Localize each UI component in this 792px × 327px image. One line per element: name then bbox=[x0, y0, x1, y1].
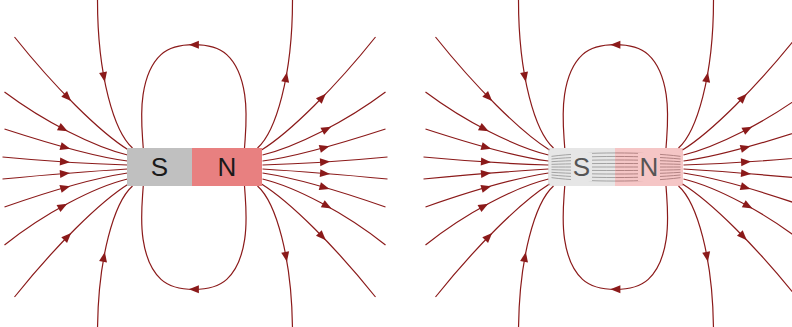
field-arrow bbox=[737, 91, 750, 104]
field-arrow bbox=[320, 123, 333, 135]
field-line bbox=[424, 169, 549, 179]
field-loop bbox=[142, 45, 246, 148]
field-arrow bbox=[480, 182, 492, 192]
field-arrow bbox=[610, 285, 620, 293]
field-line bbox=[258, 186, 293, 327]
field-line bbox=[679, 186, 714, 327]
field-loop bbox=[563, 45, 667, 148]
field-arrow bbox=[99, 71, 109, 82]
field-arrow bbox=[741, 169, 752, 178]
field-line bbox=[683, 184, 792, 297]
field-arrow bbox=[59, 142, 71, 152]
field-arrow bbox=[520, 251, 530, 262]
field-arrow bbox=[99, 251, 109, 262]
field-arrow bbox=[57, 123, 70, 135]
field-arrow bbox=[60, 158, 70, 167]
field-line bbox=[258, 0, 293, 148]
field-arrow bbox=[482, 91, 495, 104]
pole-label: N bbox=[216, 153, 239, 181]
field-arrow bbox=[60, 169, 71, 178]
field-line bbox=[684, 179, 792, 245]
field-arrow bbox=[737, 230, 750, 243]
field-arrow bbox=[481, 169, 492, 178]
field-arrow bbox=[610, 41, 620, 49]
field-line bbox=[263, 129, 386, 161]
magnet-field bbox=[3, 0, 388, 327]
field-arrow bbox=[316, 230, 329, 243]
field-arrow bbox=[702, 71, 712, 82]
field-line bbox=[436, 184, 550, 297]
field-arrow bbox=[57, 200, 70, 212]
field-line bbox=[15, 37, 129, 150]
north-pole: N bbox=[192, 148, 262, 186]
field-line bbox=[15, 184, 129, 297]
field-line bbox=[263, 169, 388, 179]
field-line bbox=[684, 173, 792, 207]
north-pole: N bbox=[615, 148, 683, 186]
field-arrow bbox=[740, 182, 752, 192]
field-line bbox=[5, 129, 128, 161]
field-arrow bbox=[478, 123, 491, 135]
field-line bbox=[519, 186, 554, 327]
field-line bbox=[684, 129, 792, 161]
pole-label: S bbox=[149, 153, 170, 181]
south-pole: S bbox=[548, 148, 615, 186]
field-loop bbox=[563, 186, 667, 289]
field-arrow bbox=[319, 182, 331, 192]
field-arrow bbox=[481, 158, 491, 167]
field-arrow bbox=[319, 142, 331, 152]
field-line bbox=[683, 37, 792, 150]
field-arrow bbox=[61, 91, 74, 104]
field-line bbox=[684, 92, 792, 155]
field-line bbox=[519, 0, 554, 148]
field-line bbox=[262, 37, 376, 150]
field-arrow bbox=[740, 142, 752, 152]
field-arrow bbox=[702, 251, 712, 262]
field-arrow bbox=[59, 182, 71, 192]
field-line bbox=[684, 157, 792, 165]
field-arrow bbox=[320, 169, 331, 178]
field-line bbox=[262, 184, 376, 297]
field-line bbox=[3, 169, 128, 179]
field-line bbox=[98, 186, 133, 327]
field-arrow bbox=[189, 41, 199, 49]
field-arrow bbox=[520, 71, 530, 82]
field-arrow bbox=[480, 142, 492, 152]
field-arrow bbox=[741, 123, 754, 135]
field-line bbox=[426, 173, 549, 207]
field-arrow bbox=[61, 230, 74, 243]
field-line bbox=[679, 0, 714, 148]
field-arrow bbox=[316, 91, 329, 104]
magnet-field bbox=[424, 0, 792, 327]
field-arrow bbox=[281, 251, 291, 262]
field-arrow bbox=[281, 71, 291, 82]
field-arrow bbox=[478, 200, 491, 212]
field-line bbox=[5, 173, 128, 207]
field-line bbox=[98, 0, 133, 148]
field-line bbox=[684, 169, 792, 179]
pole-label: S bbox=[571, 153, 592, 181]
field-line bbox=[436, 37, 550, 150]
field-arrow bbox=[482, 230, 495, 243]
field-arrow bbox=[321, 200, 334, 212]
field-arrow bbox=[742, 200, 755, 212]
field-arrow bbox=[741, 158, 751, 167]
field-loop bbox=[142, 186, 246, 289]
field-arrow bbox=[320, 158, 330, 167]
south-pole: S bbox=[127, 148, 192, 186]
field-arrow bbox=[189, 285, 199, 293]
pole-label: N bbox=[638, 153, 661, 181]
field-line bbox=[426, 129, 549, 161]
